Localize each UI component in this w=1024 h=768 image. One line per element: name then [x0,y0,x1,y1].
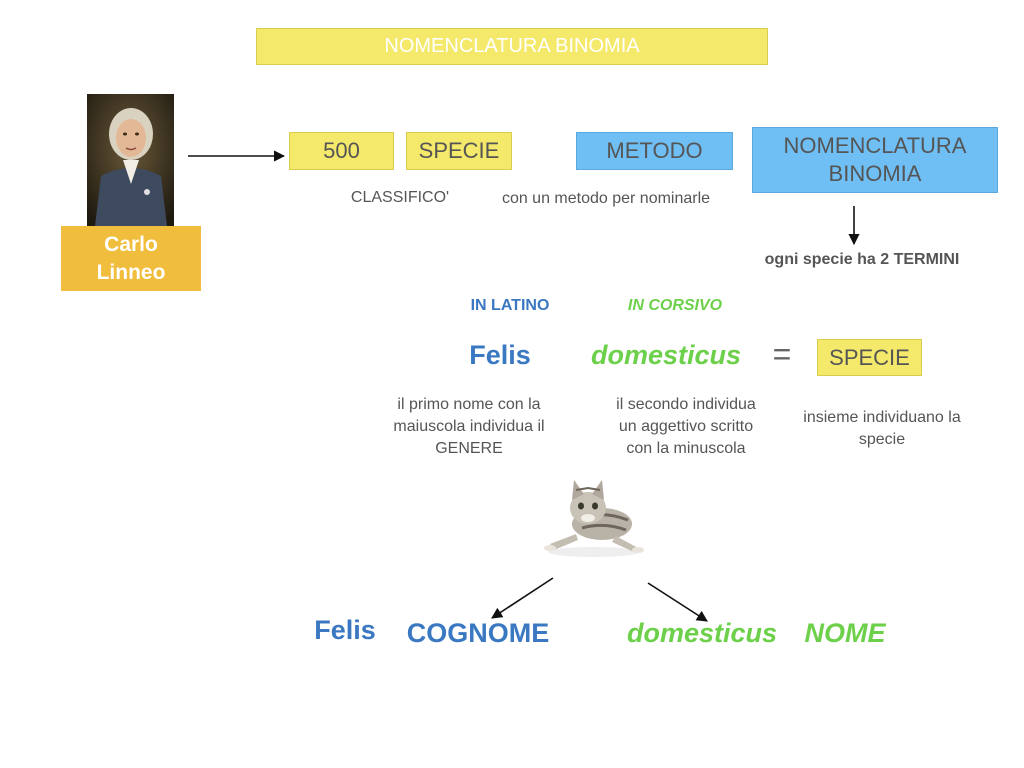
binomial-genus: Felis [469,340,531,370]
count-value: 500 [323,138,360,163]
explanation-genus-line-3: GENERE [435,440,503,457]
arrow-cat-to-nome [647,582,708,622]
nomenclatura-line-2: BINOMIA [828,161,922,186]
count-box: 500 [289,132,394,170]
bottom-cognome: COGNOME [406,618,550,648]
explanation-species-line-3: con la minuscola [626,440,746,457]
specie-label: SPECIE [418,138,500,163]
name-first: Carlo [104,232,158,256]
nomenclatura-line-1: NOMENCLATURA [783,133,967,158]
explanation-genus: il primo nome con la maiuscola individua… [366,394,572,460]
page-title: NOMENCLATURA BINOMIA [384,35,640,57]
caption-metodo: con un metodo per nominarle [501,190,711,207]
specie-box: SPECIE [406,132,512,170]
explanation-species: il secondo individua un aggettivo scritt… [586,394,786,460]
cat-icon [536,474,648,558]
arrow-cat-to-cognome [491,577,554,619]
bottom-nome: NOME [804,618,886,648]
binomial-result: SPECIE [829,344,910,370]
caption-classifico: CLASSIFICO' [350,189,450,206]
explanation-species-line-1: il secondo individua [616,396,756,413]
explanation-genus-line-1: il primo nome con la [397,396,541,413]
portrait-icon [87,94,174,226]
bottom-genus: Felis [314,615,376,645]
explanation-species-line-2: un aggettivo scritto [618,418,754,435]
binomial-species: domesticus [590,340,742,370]
label-latino: IN LATINO [470,297,550,314]
explanation-together: insieme individuano la specie [778,407,986,451]
explanation-together-line-1: insieme individuano la [803,409,961,426]
label-corsivo: IN CORSIVO [627,297,723,314]
name-label: Carlo Linneo [61,226,201,291]
metodo-label: METODO [606,138,703,163]
explanation-together-line-2: specie [858,431,906,448]
title-banner: NOMENCLATURA BINOMIA [256,28,768,65]
binomial-result-box: SPECIE [817,339,922,376]
name-last: Linneo [96,260,166,284]
explanation-genus-line-2: maiuscola individua il [393,418,545,435]
nomenclatura-box: NOMENCLATURA BINOMIA [752,127,998,193]
caption-termini: ogni specie ha 2 TERMINI [764,251,960,268]
bottom-species: domesticus [626,618,778,648]
binomial-equals: = [772,336,792,372]
metodo-box: METODO [576,132,733,170]
